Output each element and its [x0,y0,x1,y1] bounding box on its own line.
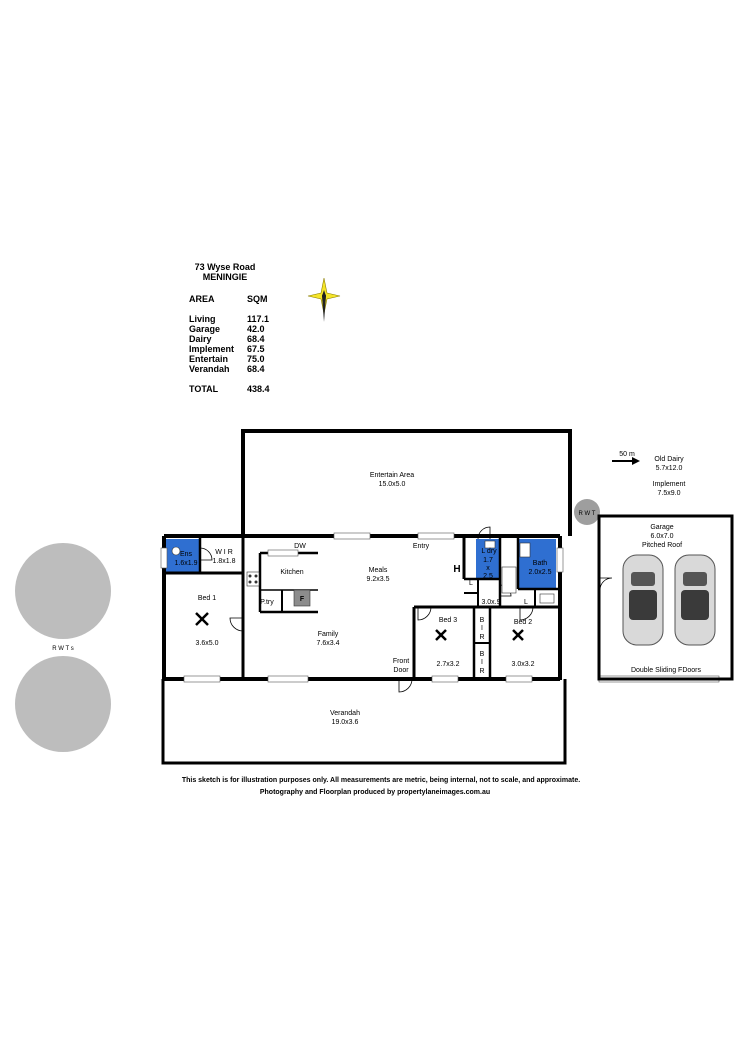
credit: Photography and Floorplan produced by pr… [259,789,491,796]
disclaimer: This sketch is for illustration purposes… [181,777,581,784]
room-size: 2.0x2.5 [529,569,552,576]
room-name: Verandah [330,710,360,717]
room-size: 2.7x3.2 [437,661,460,668]
room-dim: x [486,565,490,572]
room-size: 19.0x3.6 [332,719,359,726]
rainwater-tank [15,543,111,639]
room-name: Meals [369,567,388,574]
front-door-label: Door [393,667,409,674]
room-size: 7.6x3.4 [317,640,340,647]
entry-label: Entry [413,543,430,550]
ceiling-fans [195,612,524,641]
area-row-sqm: 75.0 [247,354,265,364]
bir-letter: I [481,625,483,632]
bir-letter: B [480,651,485,658]
area-row-name: Entertain [189,354,229,364]
area-row-name: Implement [189,344,235,354]
area-row-sqm: 68.4 [247,334,265,344]
old-dairy-name: Old Dairy [654,456,684,463]
address-line2: MENINGIE [202,272,248,282]
pantry-label: P.try [260,599,274,606]
garage-roof: Pitched Roof [642,542,682,549]
rainwater-tank [15,656,111,752]
address-block: 73 Wyse Road MENINGIE [180,262,270,282]
area-row-name: Garage [189,324,221,334]
room-name: Kitchen [280,569,303,576]
room-name: L dry [481,548,497,555]
garage-size: 6.0x7.0 [651,533,674,540]
garage-doors-label: Double Sliding FDoors [631,667,702,674]
total-label: TOTAL [189,384,219,394]
car-icon [622,554,664,646]
room-size: 15.0x5.0 [379,481,406,488]
area-row-name: Verandah [189,364,230,374]
room-dim: 1.7 [483,557,493,564]
room-name: Bed 2 [514,619,532,626]
compass-icon [307,277,341,322]
room-name: Bed 3 [439,617,457,624]
bir-letter: R [479,634,484,641]
area-row-sqm: 68.4 [247,364,265,374]
car-icon [674,554,716,646]
sqm-col-header: SQM [247,294,268,304]
garage-walls [597,514,734,681]
room-size: 3.0x3.2 [512,661,535,668]
ensuite-floor [165,539,199,572]
fridge-label: F [300,596,305,603]
room-size: 1.8x1.8 [213,558,236,565]
room-name: W I R [215,549,233,556]
fixtures [171,540,555,607]
rwts-label: R W T s [52,646,73,652]
hall-h-label: H [453,564,460,575]
area-row-sqm: 117.1 [247,314,270,324]
area-row-sqm: 42.0 [247,324,265,334]
linen-label: L [469,580,473,587]
implement-name: Implement [653,481,686,488]
room-size: 3.6x5.0 [196,640,219,647]
arrow-right-icon [612,457,640,465]
bir-letter: I [481,659,483,666]
rainwater-tank [574,499,600,525]
rwt-label: R W T [579,511,596,517]
linen-label: L [524,599,528,606]
distance-label: 50 m [619,451,635,458]
room-name: Bath [533,560,548,567]
old-dairy-size: 5.7x12.0 [656,465,683,472]
room-name: Family [318,631,339,638]
room-name: Bed 1 [198,595,216,602]
address-line1: 73 Wyse Road [194,262,256,272]
room-name: Ens [180,551,193,558]
area-row-sqm: 67.5 [247,344,265,354]
area-row-name: Living [189,314,216,324]
bir-letter: R [479,668,484,675]
room-size: 3.0x.9 [481,599,500,606]
dishwasher-label: DW [294,543,306,550]
room-name: Entertain Area [370,472,414,479]
area-row-name: Dairy [189,334,212,344]
walls [161,429,572,765]
area-col-header: AREA [189,294,215,304]
garage-name: Garage [650,524,673,531]
room-size: 1.6x1.9 [175,560,198,567]
front-door-label: Front [393,658,409,665]
room-dim: 2.5 [483,573,493,580]
implement-size: 7.5x9.0 [658,490,681,497]
room-size: 9.2x3.5 [367,576,390,583]
bir-letter: B [480,617,485,624]
total-value: 438.4 [247,384,270,394]
